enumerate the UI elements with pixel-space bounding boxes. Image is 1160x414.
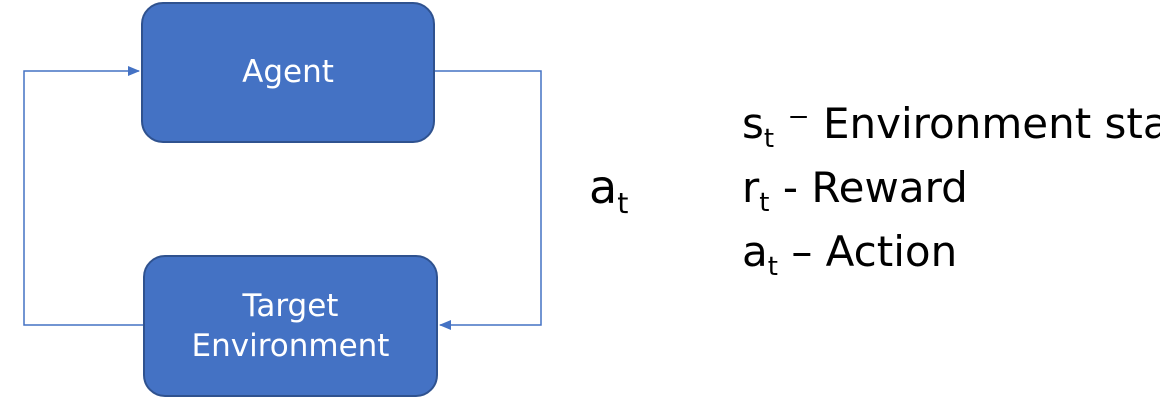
action-edge-label: at	[589, 164, 628, 218]
agent-node: Agent	[141, 2, 435, 143]
legend-text: - Reward	[769, 163, 968, 212]
legend-item-state: st ⁻ Environment state	[742, 92, 1160, 156]
environment-node-label-line2: Environment	[191, 328, 390, 364]
agent-node-label: Agent	[242, 54, 334, 91]
legend-symbol: a	[742, 227, 768, 276]
arrow-environment-to-agent	[23, 66, 143, 326]
legend-subscript: t	[767, 252, 778, 283]
legend-text: – Action	[777, 227, 958, 276]
legend-subscript: t	[759, 188, 770, 219]
legend-text: ⁻ Environment state	[787, 99, 1160, 148]
legend-item-reward: rt - Reward	[742, 156, 1160, 220]
action-edge-label-symbol: a	[589, 160, 618, 214]
legend-symbol: s	[742, 99, 764, 148]
environment-node-label-line1: Target	[242, 287, 339, 324]
action-edge-label-subscript: t	[617, 186, 629, 220]
arrow-agent-to-environment	[435, 70, 542, 330]
environment-node: Target Environment	[143, 255, 438, 397]
legend-symbol: r	[742, 163, 760, 212]
legend-subscript: t	[763, 124, 775, 155]
legend: st ⁻ Environment state rt - Reward at – …	[742, 92, 1160, 284]
legend-item-action: at – Action	[742, 220, 1160, 284]
